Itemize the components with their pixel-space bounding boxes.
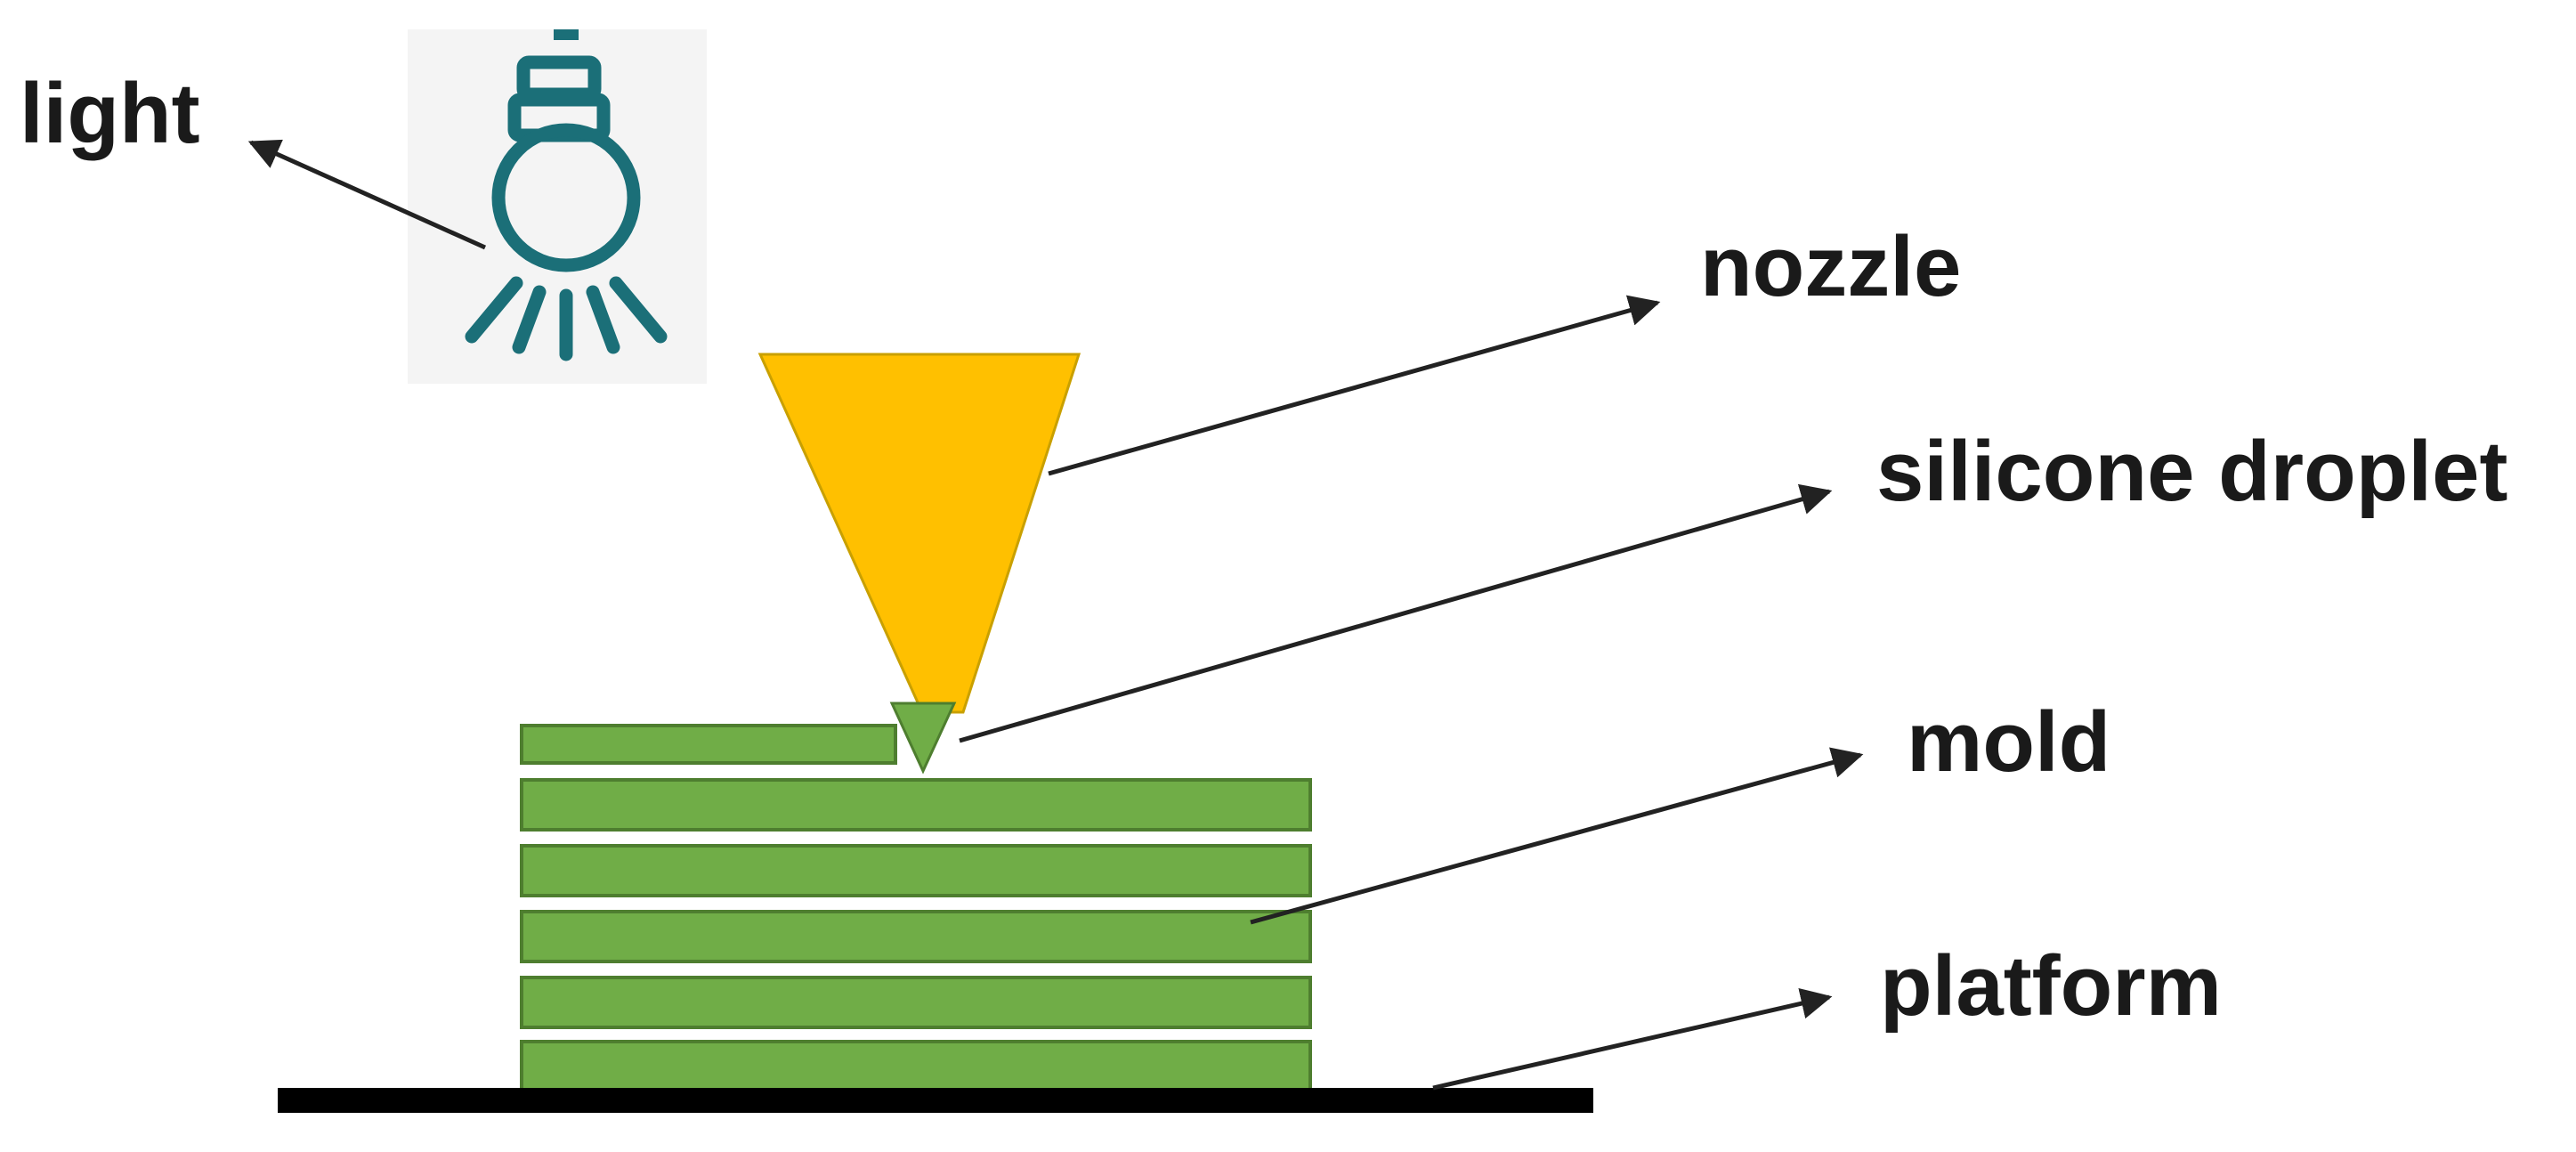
- platform-bar: [278, 1088, 1593, 1113]
- mold-arrow: [1250, 747, 1864, 925]
- light-label: light: [20, 66, 200, 161]
- mold-layer: [520, 844, 1312, 897]
- nozzle-label: nozzle: [1700, 219, 1961, 314]
- light-ray: [465, 276, 523, 344]
- platform-label: platform: [1880, 938, 2222, 1034]
- mold-layers: [520, 724, 1312, 1091]
- silicone-droplet-shape: [889, 702, 957, 775]
- mold-layer-partial: [520, 724, 897, 765]
- light-ray: [609, 276, 668, 344]
- mold-layer: [520, 910, 1312, 963]
- light-bulb-icon: [408, 29, 707, 384]
- light-ray: [586, 285, 620, 354]
- nozzle-arrow: [1048, 295, 1661, 476]
- mold-layer: [520, 1040, 1312, 1091]
- bulb-globe: [491, 123, 641, 272]
- platform-arrow: [1432, 987, 1833, 1091]
- mold-layer: [520, 778, 1312, 832]
- light-ray: [512, 285, 547, 354]
- silicone-droplet-label: silicone droplet: [1876, 424, 2507, 519]
- mold-layer: [520, 976, 1312, 1029]
- light-arrow: [247, 139, 487, 250]
- droplet-arrow: [959, 483, 1833, 743]
- mold-label: mold: [1907, 694, 2110, 790]
- nozzle-shape: [757, 353, 1081, 714]
